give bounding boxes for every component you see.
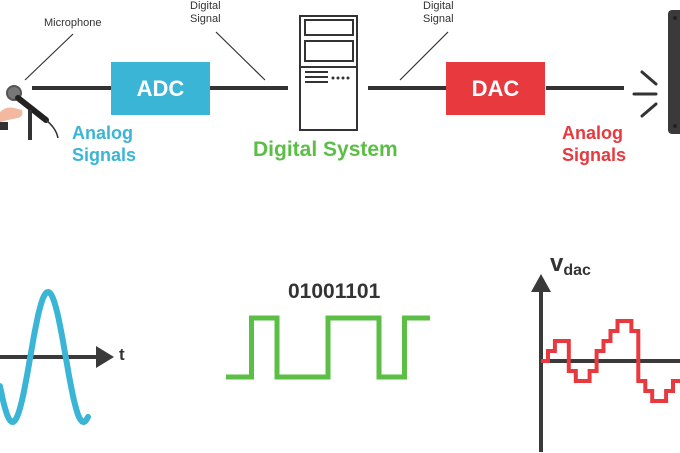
digital-signal-right-label: Digital Signal <box>423 0 454 26</box>
analog-signals-in-label: Analog Signals <box>72 122 136 166</box>
vdac-subscript: dac <box>563 262 591 279</box>
adc-label: ADC <box>136 75 185 101</box>
microphone-label: Microphone <box>44 17 102 29</box>
analog-time-axis-arrowhead <box>96 346 114 368</box>
computer-tower-icon <box>299 15 358 131</box>
vdac-axis-label: vdac <box>550 250 591 279</box>
digital-system-label: Digital System <box>253 138 398 161</box>
digital-signal-chart <box>226 315 430 380</box>
microphone-callout-line <box>24 33 74 81</box>
dac-staircase-wave <box>541 319 680 403</box>
digital-signal-right-callout-line <box>399 31 449 81</box>
analog-out-line2: Signals <box>562 145 627 165</box>
dac-block: DAC <box>446 62 545 115</box>
dac-label: DAC <box>471 75 520 101</box>
digital-signal-left-line2: Signal <box>190 13 221 25</box>
microphone-icon <box>0 85 59 140</box>
digital-signal-left-line1: Digital <box>190 0 221 12</box>
dac-vertical-axis-arrowhead <box>531 274 551 292</box>
analog-in-line1: Analog <box>72 123 133 143</box>
analog-sine-wave <box>0 288 91 426</box>
speaker-icon <box>632 10 680 134</box>
digital-signal-left-label: Digital Signal <box>190 0 221 26</box>
vdac-main: v <box>550 250 564 277</box>
analog-out-line1: Analog <box>562 123 623 143</box>
analog-signal-chart <box>0 288 114 426</box>
digital-square-wave <box>226 315 430 380</box>
dac-output-chart <box>531 274 680 452</box>
time-axis-label: t <box>119 345 125 364</box>
digital-signal-right-line2: Signal <box>423 13 454 25</box>
digital-signal-right-line1: Digital <box>423 0 454 12</box>
analog-in-line2: Signals <box>72 145 137 165</box>
adc-block: ADC <box>111 62 210 115</box>
digital-signal-left-callout-line <box>215 31 266 81</box>
binary-code-label: 01001101 <box>288 280 381 303</box>
analog-signals-out-label: Analog Signals <box>562 122 626 166</box>
